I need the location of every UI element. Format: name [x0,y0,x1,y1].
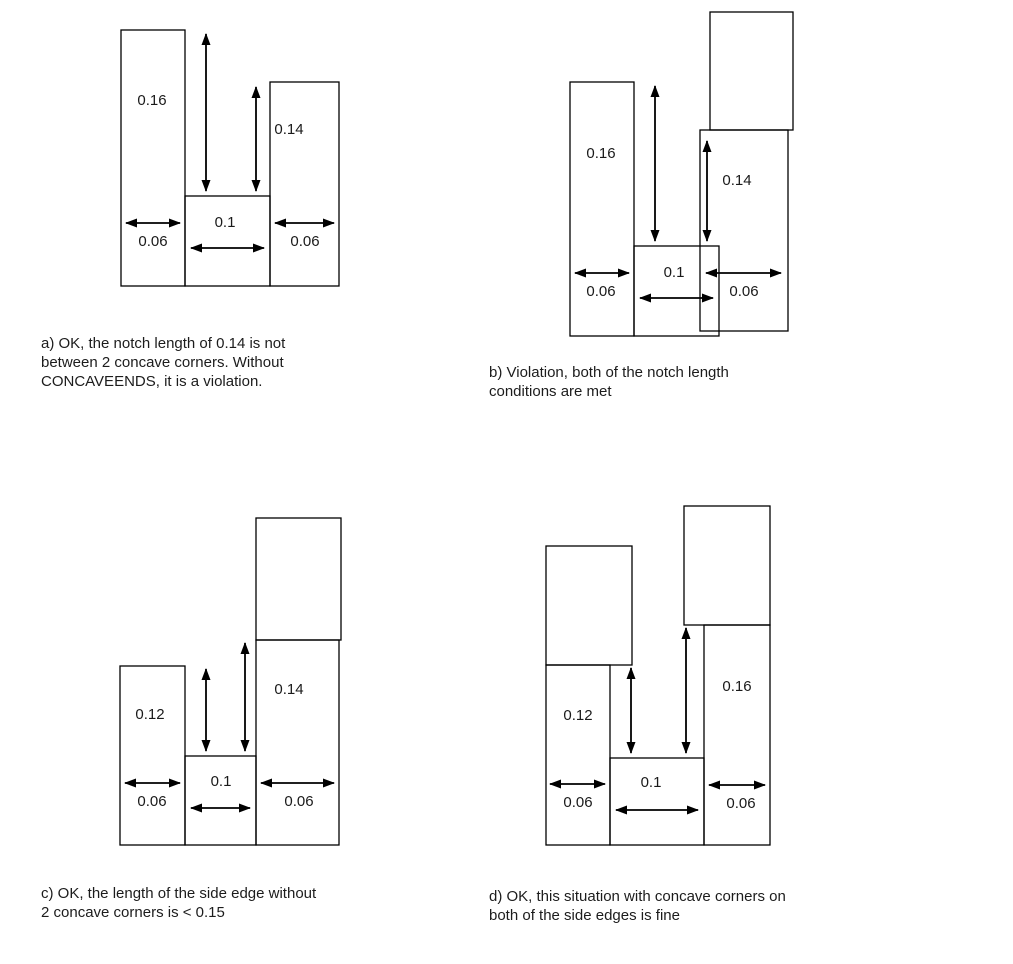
c-right-rect-label: 0.14 [274,681,303,698]
c-right-width-label: 0.06 [284,793,313,810]
caption-a-line-2: between 2 concave corners. Without [41,354,284,371]
caption-c: c) OK, the length of the side edge witho… [41,884,316,922]
panel-a: 0.16 0.14 0.1 0.06 0.06 [120,29,340,287]
panel-d: 0.12 0.16 0.1 0.06 0.06 [545,505,771,846]
c-left-rect [119,665,186,846]
panel-c: 0.12 0.14 0.1 0.06 0.06 [119,517,342,846]
c-left-rect-label: 0.12 [135,706,164,723]
b-top-right-rect [709,11,794,131]
caption-c-line-2: 2 concave corners is < 0.15 [41,904,225,921]
caption-a-line-3: CONCAVEENDS, it is a violation. [41,373,263,390]
a-left-rect-label: 0.16 [137,92,166,109]
d-left-rect-label: 0.12 [563,707,592,724]
c-top-right-rect [255,517,342,641]
c-notch-label: 0.1 [211,773,232,790]
d-left-width-label: 0.06 [563,794,592,811]
b-left-width-label: 0.06 [586,283,615,300]
panel-b: 0.16 0.14 0.1 0.06 0.06 [569,11,794,337]
a-right-rect-label: 0.14 [274,121,303,138]
a-middle-rect [184,195,271,287]
caption-a-line-1: a) OK, the notch length of 0.14 is not [41,335,286,352]
d-right-width-label: 0.06 [726,795,755,812]
b-notch-label: 0.1 [664,264,685,281]
caption-c-line-1: c) OK, the length of the side edge witho… [41,885,317,902]
a-left-width-label: 0.06 [138,233,167,250]
a-right-width-label: 0.06 [290,233,319,250]
d-middle-rect [609,757,705,846]
b-left-rect [569,81,635,337]
c-left-width-label: 0.06 [137,793,166,810]
a-right-rect [269,81,340,287]
caption-a: a) OK, the notch length of 0.14 is not b… [41,334,285,391]
d-top-left-rect [545,545,633,666]
b-right-rect-label: 0.14 [722,172,751,189]
caption-d: d) OK, this situation with concave corne… [489,887,786,925]
b-middle-rect [633,245,720,337]
a-notch-label: 0.1 [215,214,236,231]
d-notch-label: 0.1 [641,774,662,791]
b-right-width-label: 0.06 [729,283,758,300]
b-right-rect [699,129,789,332]
b-left-rect-label: 0.16 [586,145,615,162]
d-top-right-rect [683,505,771,626]
caption-d-line-2: both of the side edges is fine [489,907,680,924]
caption-b-line-1: b) Violation, both of the notch length [489,364,729,381]
c-middle-rect [184,755,257,846]
caption-b: b) Violation, both of the notch length c… [489,363,729,401]
a-left-rect [120,29,186,287]
d-right-rect-label: 0.16 [722,678,751,695]
d-right-rect [703,624,771,846]
d-left-rect [545,664,611,846]
caption-b-line-2: conditions are met [489,383,612,400]
caption-d-line-1: d) OK, this situation with concave corne… [489,888,786,905]
c-right-rect [255,639,340,846]
